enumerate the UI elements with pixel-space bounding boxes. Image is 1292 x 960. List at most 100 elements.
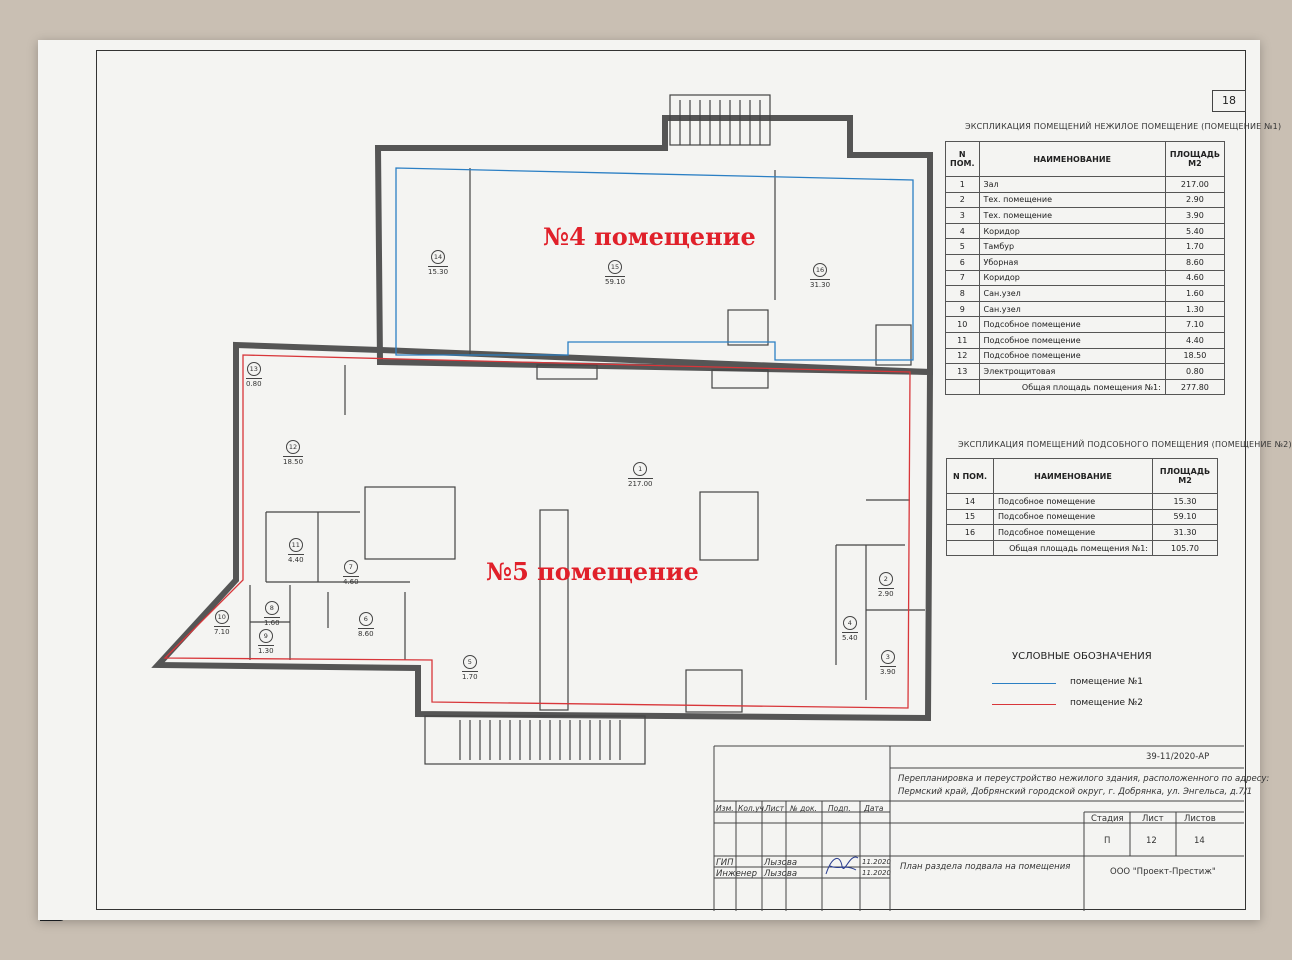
title-block: 39-11/2020-АР Перепланировка и переустро… bbox=[713, 745, 1269, 911]
title-block-grid bbox=[713, 745, 1244, 911]
cell-name: Сан.узел bbox=[978, 285, 1166, 302]
legend-title: УСЛОВНЫЕ ОБОЗНАЧЕНИЯ bbox=[1012, 651, 1152, 662]
total-row: Общая площадь помещения №1:277.80 bbox=[945, 378, 1226, 396]
gip-name: Лызова bbox=[764, 858, 798, 868]
table2-header-name: НАИМЕНОВАНИЕ bbox=[993, 458, 1153, 494]
room-area: 3.90 bbox=[880, 666, 896, 676]
cell-name: Подсобное помещение bbox=[978, 316, 1166, 333]
cell-name: Тех. помещение bbox=[978, 207, 1166, 224]
cell-name: Зал bbox=[978, 176, 1166, 193]
cell-name: Подсобное помещение bbox=[993, 493, 1153, 510]
room-area: 2.90 bbox=[878, 588, 894, 598]
cell-area: 8.60 bbox=[1164, 253, 1226, 271]
room-number: 9 bbox=[258, 629, 273, 643]
room-area: 8.60 bbox=[358, 628, 374, 638]
cell-empty bbox=[946, 539, 994, 557]
cell-area: 5.40 bbox=[1164, 222, 1226, 240]
cell-name: Подсобное помещение bbox=[993, 524, 1153, 541]
room-number: 11 bbox=[288, 538, 303, 552]
room-number: 13 bbox=[246, 362, 261, 376]
room-number: 12 bbox=[286, 440, 301, 454]
eng-name: Лызова bbox=[764, 869, 798, 879]
doc-code: 39-11/2020-АР bbox=[1146, 752, 1210, 762]
room-number: 15 bbox=[608, 260, 623, 274]
table2-title: ЭКСПЛИКАЦИЯ ПОМЕЩЕНИЙ ПОДСОБНОГО ПОМЕЩЕН… bbox=[958, 440, 1292, 449]
drawing-frame bbox=[96, 50, 1246, 910]
project-line2: Пермский край, Добрянский городской окру… bbox=[898, 787, 1253, 797]
stairs-bottom bbox=[424, 715, 646, 765]
drawing-title: План раздела подвала на помещения bbox=[900, 862, 1071, 872]
wall-outline-lower bbox=[151, 341, 934, 722]
room-number: 5 bbox=[462, 655, 477, 669]
room-area: 5.40 bbox=[842, 632, 858, 642]
cell-area: 1.60 bbox=[1164, 285, 1226, 302]
room-label: 1 217.00 bbox=[628, 462, 653, 488]
cell-area: 4.40 bbox=[1164, 331, 1226, 349]
legend-line-blue bbox=[992, 683, 1056, 684]
col-ndok: № док. bbox=[790, 804, 817, 813]
table1-header-n: N ПОМ. bbox=[945, 141, 980, 177]
room-area: 15.30 bbox=[428, 266, 449, 276]
room-area: 4.60 bbox=[343, 576, 359, 586]
cell-name: Подсобное помещение bbox=[978, 331, 1166, 349]
signature bbox=[825, 856, 859, 875]
room-area: 31.30 bbox=[810, 279, 831, 289]
cell-name: Электрощитовая bbox=[978, 363, 1166, 380]
total-value: 277.80 bbox=[1164, 378, 1226, 396]
room-label: 14 15.30 bbox=[428, 250, 449, 276]
outline-red bbox=[163, 354, 911, 709]
table1-header-area: ПЛОЩАДЬ М2 bbox=[1164, 141, 1226, 177]
room-area: 4.40 bbox=[288, 554, 304, 564]
room-area: 1.60 bbox=[264, 617, 280, 627]
cell-name: Коридор bbox=[978, 269, 1166, 287]
cell-name: Тамбур bbox=[978, 238, 1166, 255]
table2-header-n: N ПОМ. bbox=[946, 458, 994, 494]
room-number: 1 bbox=[633, 462, 648, 476]
sheets-value: 14 bbox=[1194, 836, 1205, 846]
cell-area: 59.10 bbox=[1152, 508, 1218, 526]
company-name: ООО "Проект-Престиж" bbox=[1110, 867, 1216, 877]
col-list: Лист bbox=[765, 804, 785, 813]
col-kol: Кол.уч. bbox=[738, 804, 767, 813]
room-area: 59.10 bbox=[605, 276, 626, 286]
cell-name: Сан.узел bbox=[978, 300, 1166, 318]
room-area: 217.00 bbox=[628, 478, 653, 488]
cell-name: Подсобное помещение bbox=[993, 508, 1153, 526]
cell-n: 1 bbox=[945, 176, 980, 193]
room-number: 3 bbox=[880, 650, 895, 664]
total-label: Общая площадь помещения №1: bbox=[978, 378, 1166, 396]
stage-value: П bbox=[1104, 836, 1111, 846]
cell-name: Тех. помещение bbox=[978, 191, 1166, 209]
outline-blue bbox=[395, 167, 914, 361]
room-number: 16 bbox=[813, 263, 828, 277]
cell-n: 2 bbox=[945, 191, 980, 209]
cell-n: 14 bbox=[946, 493, 994, 510]
room-number: 14 bbox=[431, 250, 446, 264]
overlay-room4: №4 помещение bbox=[543, 222, 756, 251]
table2-header-area: ПЛОЩАДЬ М2 bbox=[1152, 458, 1218, 494]
cell-area: 0.80 bbox=[1164, 363, 1226, 380]
cell-n: 15 bbox=[946, 508, 994, 526]
sheet-header: Лист bbox=[1142, 814, 1164, 824]
